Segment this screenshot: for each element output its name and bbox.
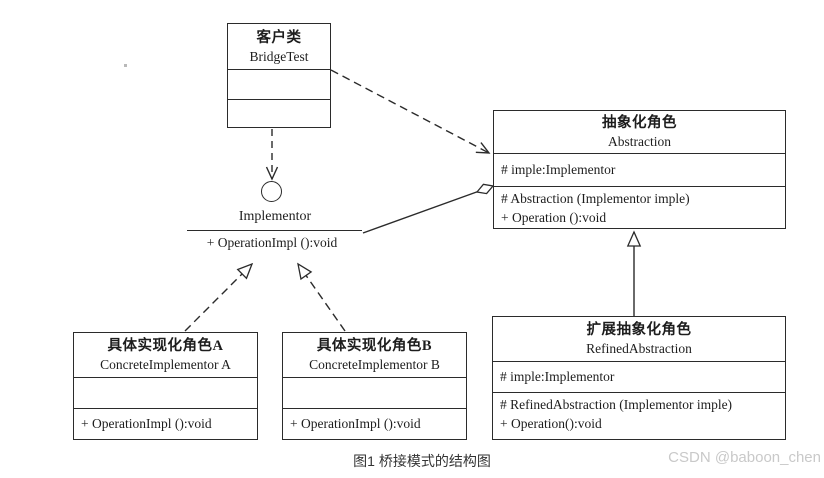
scan-artifact-dot bbox=[124, 64, 127, 67]
methods-compartment: # Abstraction (Implementor imple) + Oper… bbox=[494, 186, 785, 228]
class-name-en: BridgeTest bbox=[249, 48, 309, 64]
method-line: # Abstraction (Implementor imple) bbox=[501, 191, 690, 206]
interface-lollipop-circle bbox=[261, 181, 282, 202]
class-name-cn: 抽象化角色 bbox=[602, 115, 677, 131]
aggregation-implementor-to-abstraction bbox=[362, 183, 495, 234]
attribute-line: # imple:Implementor bbox=[500, 369, 615, 384]
class-name-en: ConcreteImplementor A bbox=[100, 357, 231, 372]
method-line: + Operation():void bbox=[500, 416, 602, 431]
dependency-client-to-abstraction bbox=[330, 69, 489, 153]
class-name-cn: 客户类 bbox=[256, 29, 302, 46]
methods-compartment: + OperationImpl ():void bbox=[74, 408, 257, 439]
class-box-concrete-implementor-a: 具体实现化角色A ConcreteImplementor A + Operati… bbox=[73, 332, 258, 440]
class-name-cn: 扩展抽象化角色 bbox=[586, 322, 692, 338]
attributes-compartment-empty bbox=[74, 377, 257, 408]
attribute-line: # imple:Implementor bbox=[501, 162, 616, 177]
class-title-refined: 扩展抽象化角色 RefinedAbstraction bbox=[493, 317, 785, 361]
class-box-client: 客户类 BridgeTest bbox=[227, 23, 331, 128]
figure-caption: 图1 桥接模式的结构图 bbox=[353, 453, 491, 469]
interface-underline bbox=[187, 230, 362, 231]
method-line: # RefinedAbstraction (Implementor imple) bbox=[500, 397, 733, 412]
class-title-concrete-a: 具体实现化角色A ConcreteImplementor A bbox=[74, 333, 257, 377]
attributes-compartment-empty bbox=[228, 69, 330, 99]
class-name-en: Abstraction bbox=[608, 134, 671, 149]
methods-compartment: + OperationImpl ():void bbox=[283, 408, 466, 439]
aggregation-diamond bbox=[475, 183, 495, 195]
class-box-concrete-implementor-b: 具体实现化角色B ConcreteImplementor B + Operati… bbox=[282, 332, 467, 440]
method-line: + OperationImpl ():void bbox=[81, 416, 212, 431]
realization-concrete-a-to-implementor bbox=[184, 264, 252, 332]
csdn-watermark: CSDN @baboon_chen bbox=[668, 449, 821, 466]
method-line: + OperationImpl ():void bbox=[290, 416, 421, 431]
class-title-abstraction: 抽象化角色 Abstraction bbox=[494, 111, 785, 153]
method-line: + Operation ():void bbox=[501, 210, 607, 225]
attributes-compartment: # imple:Implementor bbox=[493, 361, 785, 392]
realization-concrete-b-to-implementor bbox=[298, 264, 346, 332]
class-name-en: ConcreteImplementor B bbox=[309, 357, 440, 372]
class-box-refined-abstraction: 扩展抽象化角色 RefinedAbstraction # imple:Imple… bbox=[492, 316, 786, 440]
methods-compartment: # RefinedAbstraction (Implementor imple)… bbox=[493, 392, 785, 439]
class-name-cn: 具体实现化角色A bbox=[107, 338, 224, 354]
attributes-compartment-empty bbox=[283, 377, 466, 408]
class-title-client: 客户类 BridgeTest bbox=[228, 24, 330, 69]
class-name-en: RefinedAbstraction bbox=[586, 341, 692, 356]
attributes-compartment: # imple:Implementor bbox=[494, 153, 785, 186]
class-title-concrete-b: 具体实现化角色B ConcreteImplementor B bbox=[283, 333, 466, 377]
class-name-cn: 具体实现化角色B bbox=[316, 338, 433, 354]
methods-compartment-empty bbox=[228, 99, 330, 127]
interface-name: Implementor bbox=[238, 209, 312, 224]
class-box-abstraction: 抽象化角色 Abstraction # imple:Implementor # … bbox=[493, 110, 786, 229]
interface-method: + OperationImpl ():void bbox=[206, 235, 338, 250]
